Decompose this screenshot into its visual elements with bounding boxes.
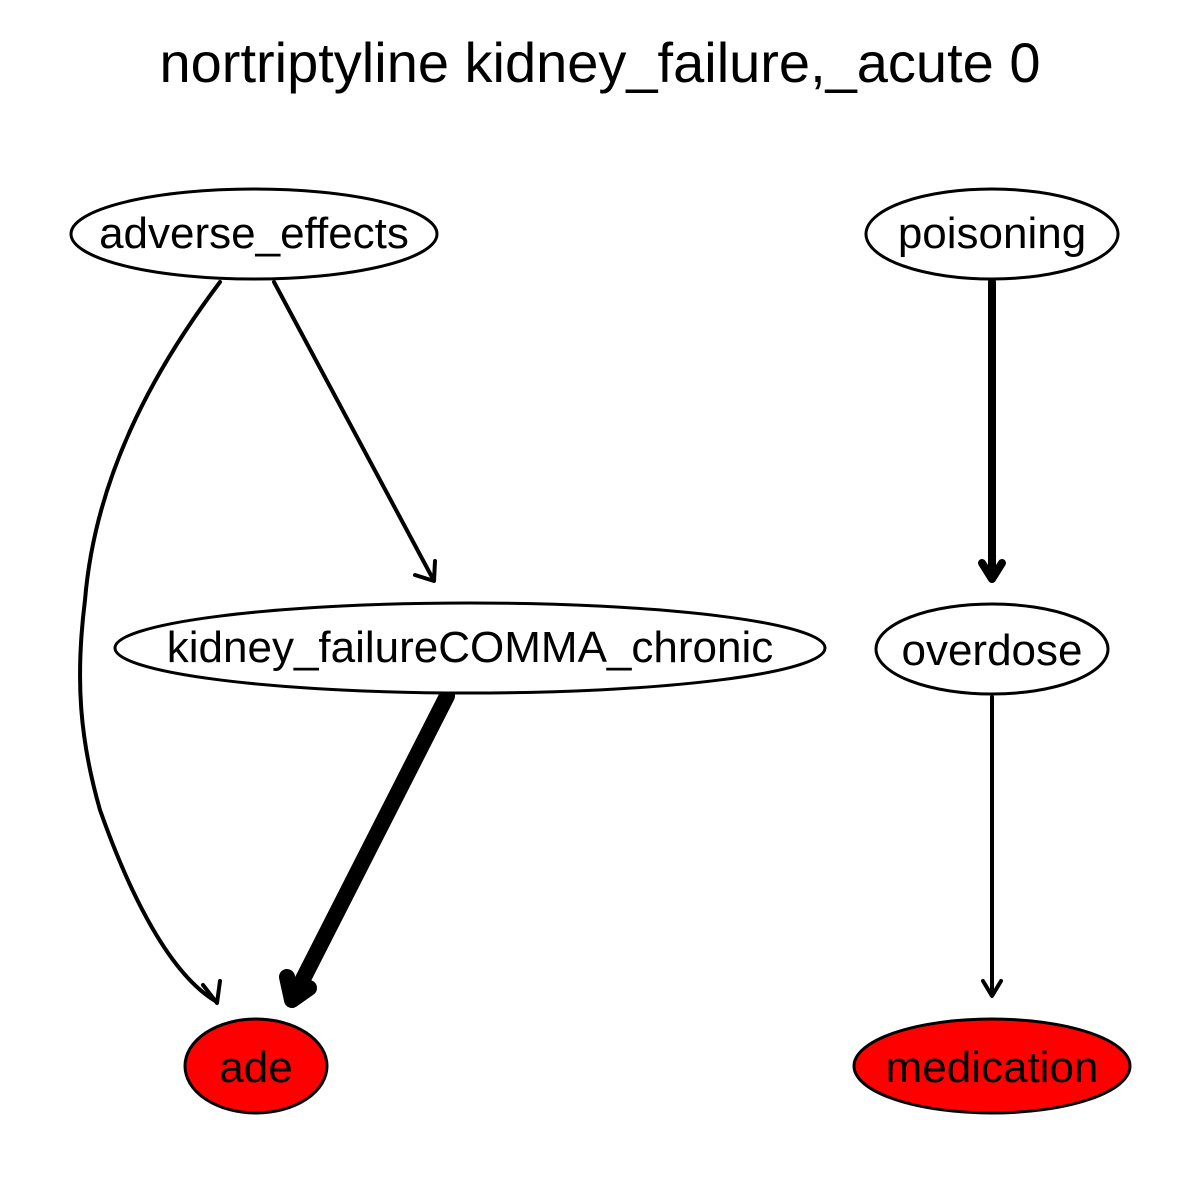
edge-adverse_effects-to-ade <box>78 280 222 1005</box>
node-ellipse <box>113 601 827 695</box>
edge-line <box>272 280 435 581</box>
node-label: ade <box>219 1043 292 1092</box>
node-label: medication <box>886 1043 1099 1092</box>
node-adverse_effects: adverse_effects <box>69 187 439 281</box>
node-ellipse <box>183 1017 329 1115</box>
edge-line <box>292 688 455 993</box>
node-ellipse <box>864 187 1120 281</box>
edge-adverse_effects-to-kidney_failure_chronic <box>272 280 437 583</box>
node-label: kidney_failureCOMMA_chronic <box>167 623 773 672</box>
nodes-layer: adverse_effects poisoning kidney_failureCO… <box>69 187 1132 1115</box>
node-kidney_failure_chronic: kidney_failureCOMMA_chronic <box>113 601 827 695</box>
node-overdose: overdose <box>874 602 1110 696</box>
edge-overdose-to-medication <box>981 695 1003 998</box>
edge-kidney_failure_chronic-to-ade <box>279 688 455 1008</box>
node-label: poisoning <box>898 209 1086 258</box>
edge-poisoning-to-overdose <box>978 278 1006 583</box>
edge-arrowhead <box>981 979 1003 998</box>
edge-arrowhead <box>201 979 222 1005</box>
node-ellipse <box>852 1017 1132 1115</box>
edge-arrowhead <box>413 559 437 583</box>
edge-arrowhead <box>279 969 317 1008</box>
node-ade: ade <box>183 1017 329 1115</box>
edge-arrowhead <box>978 559 1006 583</box>
diagram-title: nortriptyline kidney_failure,_acute 0 <box>160 31 1041 94</box>
edge-line <box>78 280 222 1004</box>
node-poisoning: poisoning <box>864 187 1120 281</box>
node-ellipse <box>874 602 1110 696</box>
edges-layer <box>78 278 1006 1008</box>
node-label: overdose <box>901 626 1082 675</box>
node-medication: medication <box>852 1017 1132 1115</box>
node-ellipse <box>69 187 439 281</box>
node-label: adverse_effects <box>99 209 409 258</box>
